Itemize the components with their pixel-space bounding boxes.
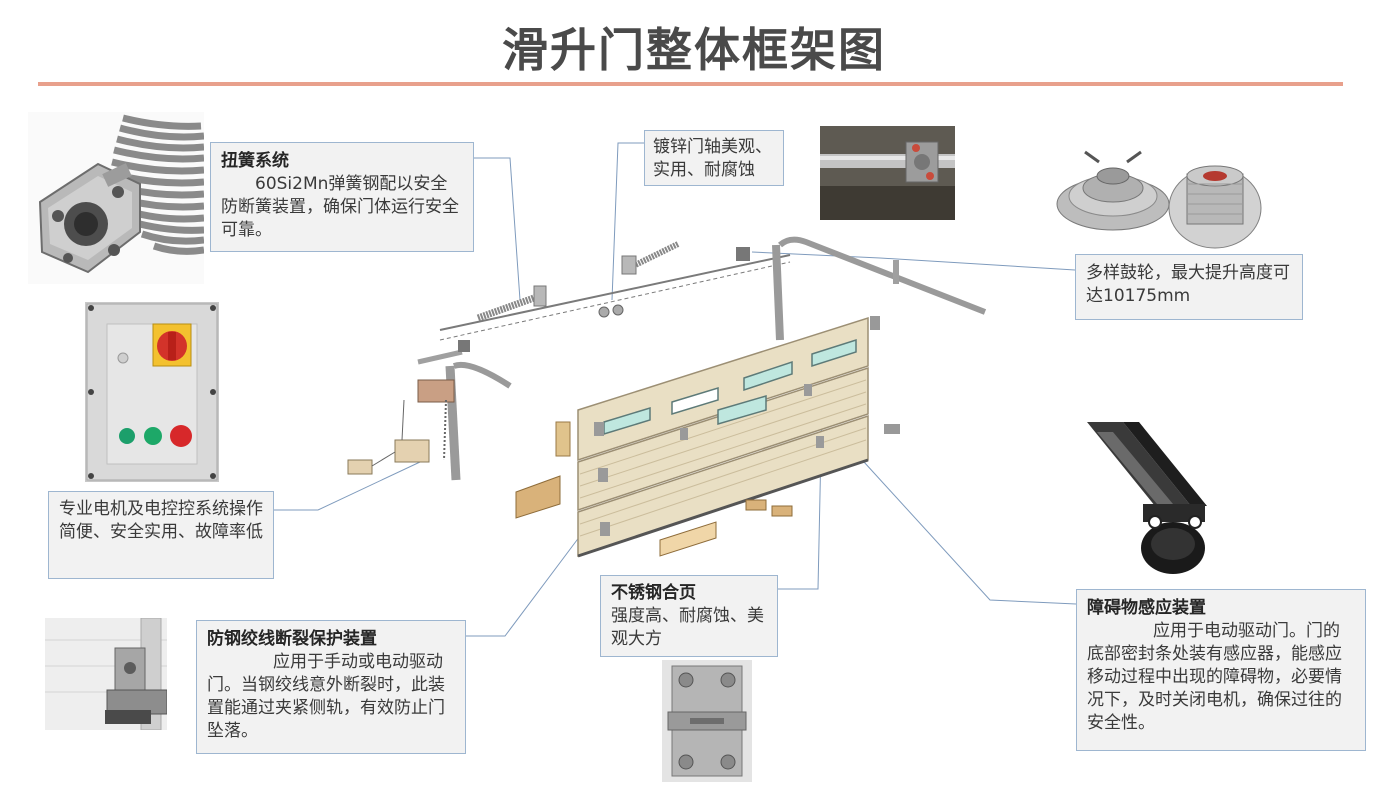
callout-cable-protection: 防钢绞线断裂保护装置 应用于手动或电动驱动门。当钢绞线意外断裂时，此装置能通过夹… — [196, 620, 466, 754]
callout-stainless-hinge: 不锈钢合页 强度高、耐腐蚀、美观大方 — [600, 575, 778, 657]
cable-protection-description: 应用于手动或电动驱动门。当钢绞线意外断裂时，此装置能通过夹紧侧轨，有效防止门坠落… — [207, 652, 445, 741]
control-box-photo — [85, 302, 219, 482]
leader-line-motor — [274, 461, 421, 511]
cable-protection-heading: 防钢绞线断裂保护装置 — [207, 629, 377, 649]
motor-control-description: 专业电机及电控控系统操作简便、安全实用、故障率低 — [59, 499, 263, 542]
leader-line-shaft — [611, 142, 644, 301]
callout-galvanized-shaft: 镀锌门轴美观、实用、耐腐蚀 — [644, 130, 784, 186]
leader-line-torsion — [474, 157, 521, 301]
callout-cable-drum: 多样鼓轮，最大提升高度可达10175mm — [1075, 254, 1303, 320]
sensor-seal-photo — [1083, 418, 1209, 582]
callout-motor-control: 专业电机及电控控系统操作简便、安全实用、故障率低 — [48, 491, 274, 579]
leader-line-drum — [751, 251, 1076, 271]
galvanized-shaft-description: 镀锌门轴美观、实用、耐腐蚀 — [653, 137, 772, 180]
obstacle-sensor-description: 应用于电动驱动门。门的底部密封条处装有感应器，能感应移动过程中出现的障碍物，必要… — [1087, 621, 1342, 733]
cable-drum-photo — [1055, 146, 1275, 254]
obstacle-sensor-heading: 障碍物感应装置 — [1087, 598, 1206, 618]
callout-obstacle-sensor: 障碍物感应装置 应用于电动驱动门。门的底部密封条处装有感应器，能感应移动过程中出… — [1076, 589, 1366, 751]
torsion-spring-heading: 扭簧系统 — [221, 151, 289, 171]
callout-torsion-spring: 扭簧系统 60Si2Mn弹簧钢配以安全防断簧装置，确保门体运行安全可靠。 — [210, 142, 474, 252]
stainless-hinge-photo — [662, 660, 752, 782]
stainless-hinge-heading: 不锈钢合页 — [611, 583, 696, 603]
cable-drum-description: 多样鼓轮，最大提升高度可达10175mm — [1086, 263, 1290, 306]
galvanized-shaft-photo — [820, 126, 955, 220]
page-title: 滑升门整体框架图 — [502, 23, 886, 77]
leader-line-cable — [466, 535, 581, 637]
stainless-hinge-description: 强度高、耐腐蚀、美观大方 — [611, 606, 764, 649]
title-divider — [38, 82, 1343, 86]
torsion-spring-photo — [28, 112, 204, 284]
leader-line-sensor — [863, 461, 1077, 605]
torsion-spring-description: 60Si2Mn弹簧钢配以安全防断簧装置，确保门体运行安全可靠。 — [221, 174, 459, 240]
cable-protection-photo — [45, 618, 167, 730]
